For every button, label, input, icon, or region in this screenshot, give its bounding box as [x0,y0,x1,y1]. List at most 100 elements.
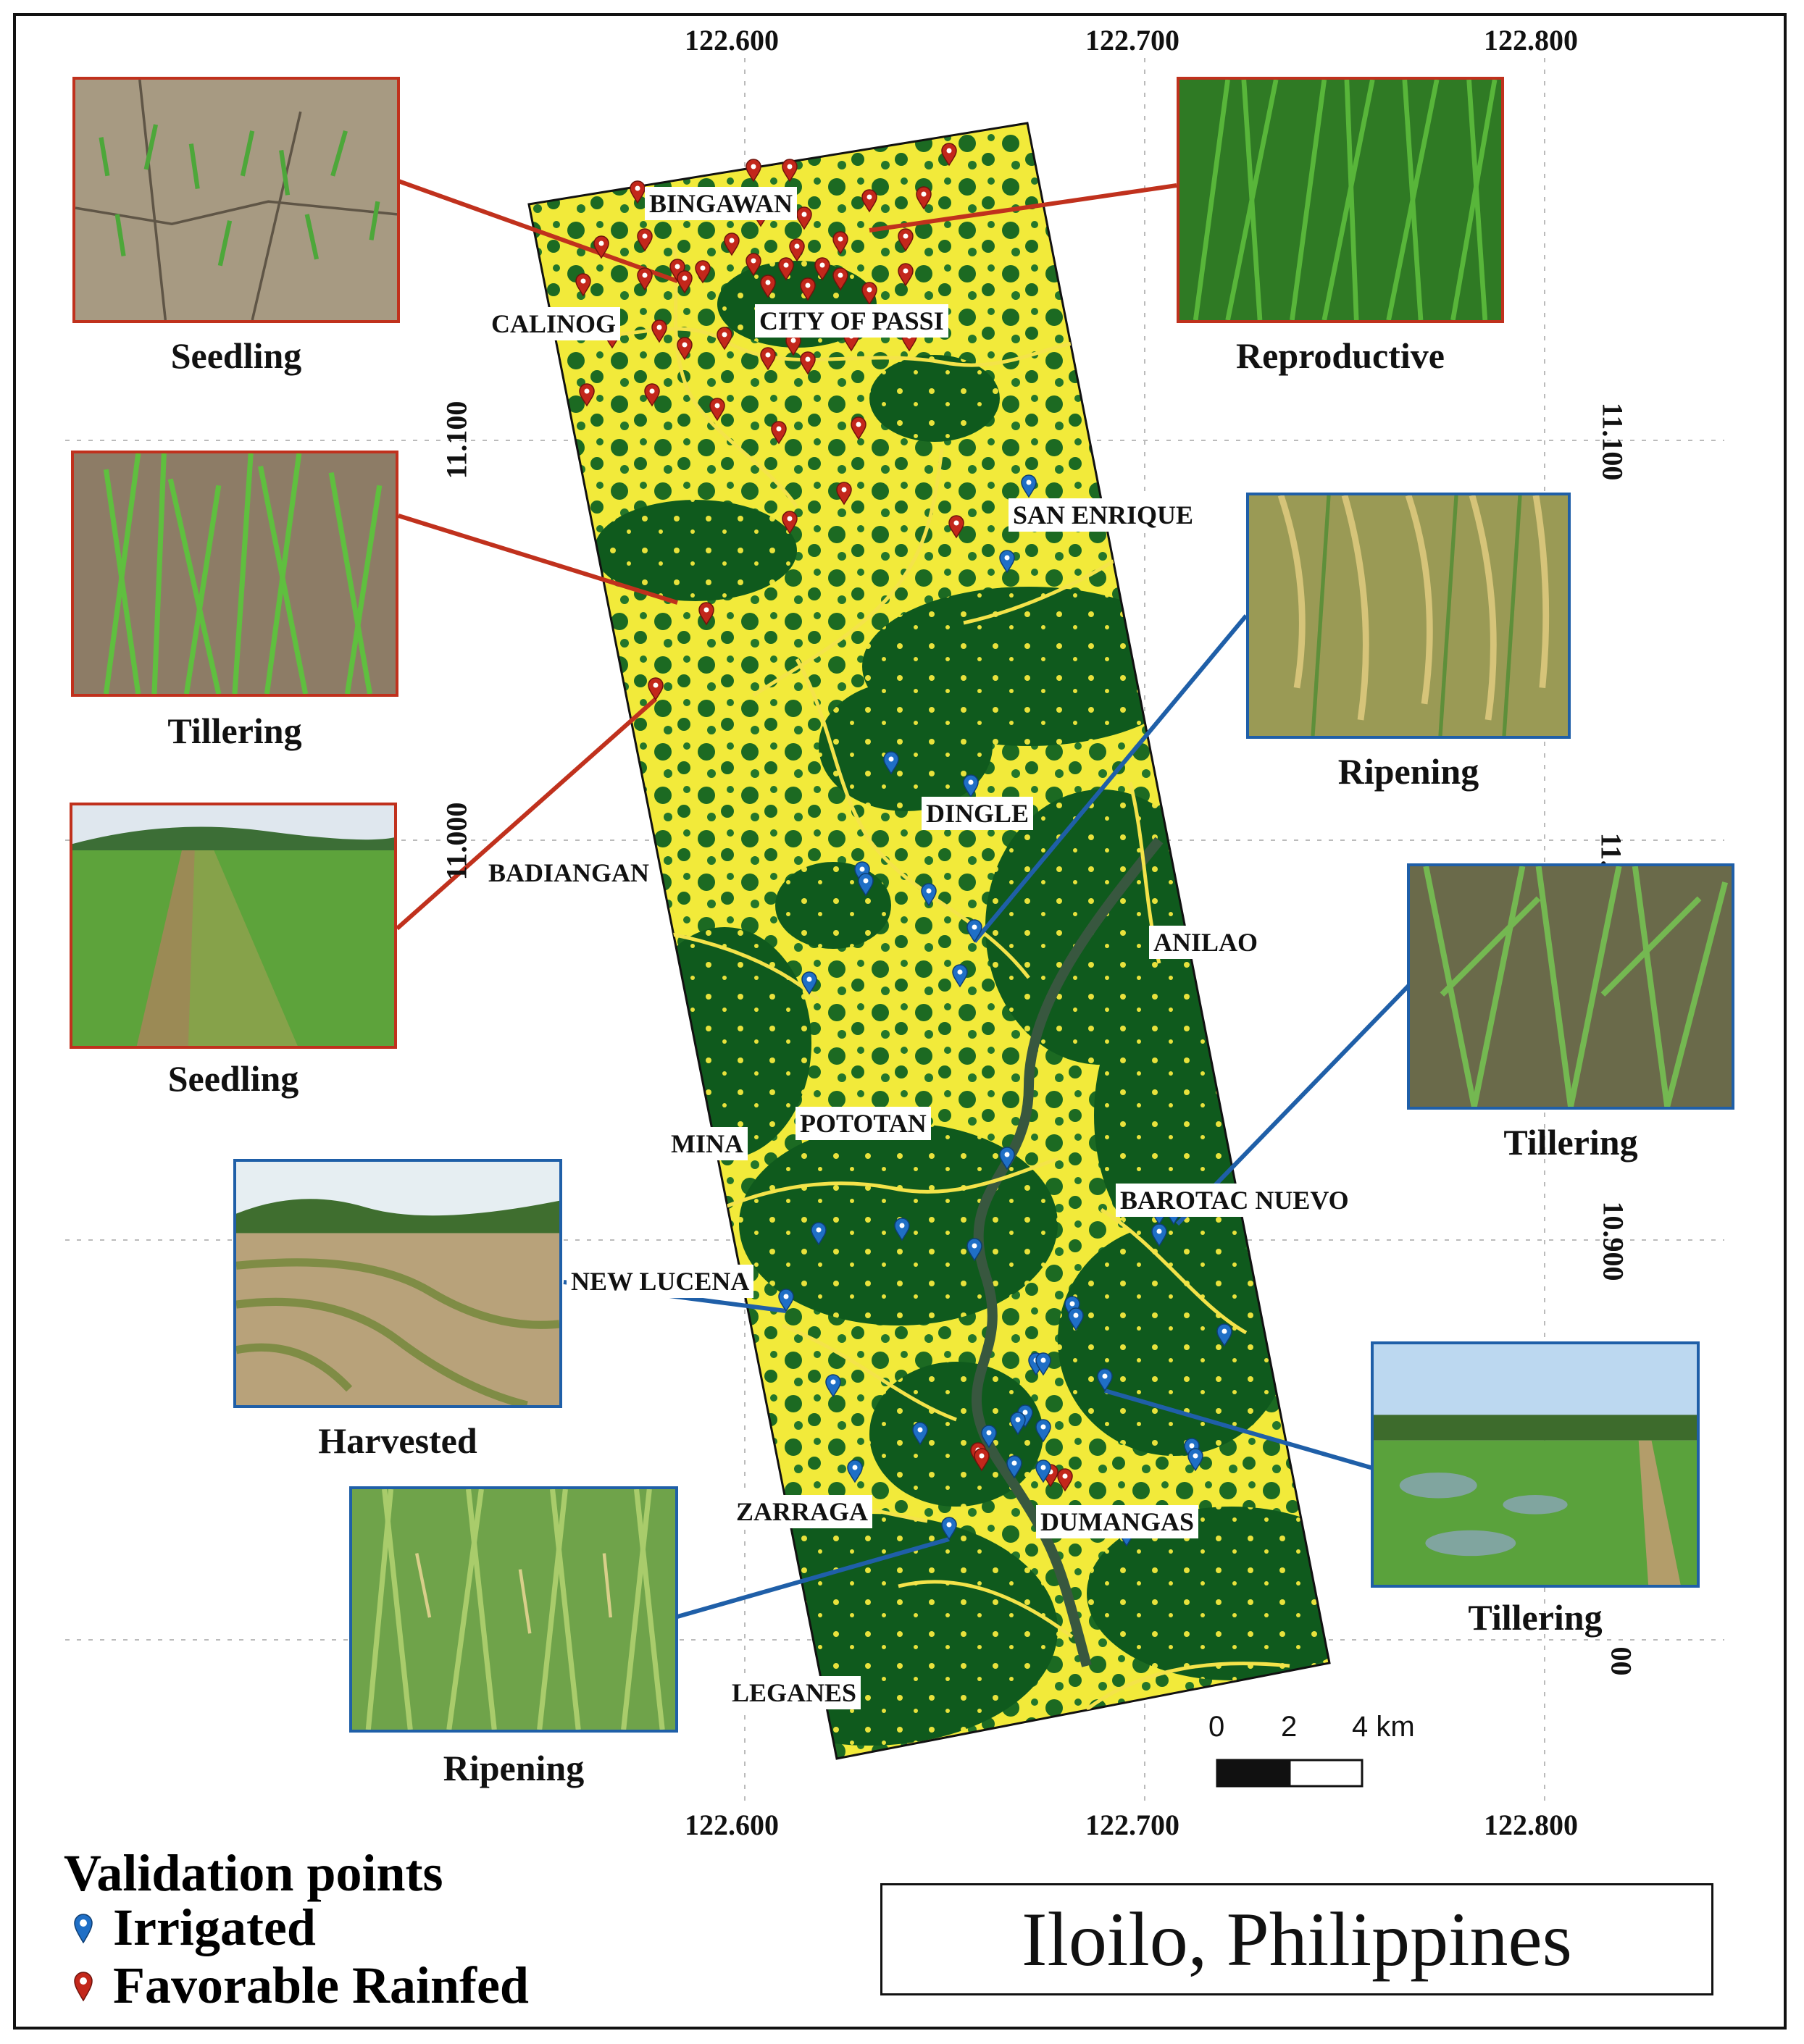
photo-tillering-1 [71,451,398,697]
validation-pin [677,270,693,294]
validation-pin-dot [703,607,709,613]
validation-pin-dot [1011,1460,1017,1466]
validation-pin-dot [1004,1152,1010,1157]
validation-pin-dot [841,487,847,493]
validation-pin-dot [917,1427,923,1433]
pin-icon [74,1913,93,1943]
validation-pin [637,267,653,291]
validation-pin [677,337,693,361]
validation-pin [858,873,874,897]
validation-pin-dot [957,969,963,975]
validation-pin-dot [1004,555,1010,561]
validation-pin-dot [972,924,977,930]
validation-pin-dot [675,264,680,269]
photo-harvested [233,1159,562,1408]
validation-pin [1021,474,1037,498]
validation-pin-dot [1073,1312,1079,1318]
validation-pin [778,1289,794,1312]
validation-pin [593,235,609,259]
validation-pin [789,238,805,262]
validation-pin [883,751,899,775]
validation-pin [966,1238,982,1262]
validation-pin [814,257,830,281]
validation-pin-dot [1040,1465,1046,1470]
photo-tillering-2 [1407,863,1734,1110]
validation-pin-dot [580,278,586,284]
place-label: BADIANGAN [484,856,654,889]
validation-pin-dot [653,682,659,688]
validation-pin-dot [1026,479,1032,485]
validation-pin [1187,1448,1203,1472]
validation-pin-dot [801,211,807,217]
validation-pin [898,228,914,252]
validation-pin [894,1218,910,1241]
scale-label: 2 [1281,1711,1298,1743]
photo-seedling-1 [72,77,400,323]
place-label: BINGAWAN [645,187,798,220]
place-label: CITY OF PASSI [755,304,948,338]
validation-pin [698,602,714,626]
place-label: DINGLE [922,797,1034,830]
place-label: ANILAO [1149,926,1263,959]
validation-pin [941,143,957,167]
validation-pin-dot [642,272,648,278]
map-title-box: Iloilo, Philippines [880,1883,1713,1995]
validation-pin-dot [1193,1453,1198,1459]
validation-pin [796,206,812,230]
validation-pin [746,159,761,183]
lat-right-3: 10.900 [1597,1201,1630,1281]
validation-pin [999,1147,1015,1170]
validation-pin [898,263,914,287]
validation-pin [1057,1468,1073,1492]
validation-pin [974,1448,990,1472]
validation-pin-dot [819,262,825,268]
validation-pin [782,511,798,535]
photo-tillering-3 [1371,1341,1700,1588]
photo-caption: Reproductive [1236,335,1445,376]
validation-pin-dot [714,403,720,409]
validation-pin [782,159,798,183]
validation-pin [966,919,982,943]
validation-pin [912,1422,928,1446]
validation-pin-dot [783,1294,789,1299]
photo-ripening-1 [1246,493,1571,739]
validation-pin-dot [765,352,771,358]
validation-pin-dot [1156,1228,1162,1234]
validation-pin [861,189,877,213]
validation-pin [771,421,787,445]
validation-pin-dot [805,356,811,362]
validation-pin-dot [866,194,872,200]
validation-pin [800,277,816,301]
validation-pin [724,233,740,256]
validation-pin-dot [903,233,909,239]
scale-label: 4 km [1352,1711,1415,1743]
validation-pin [921,883,937,907]
photo-caption: Ripening [1337,751,1479,792]
validation-pin-dot [1015,1417,1021,1423]
validation-pin [847,1459,863,1483]
validation-pin-dot [852,1465,858,1470]
validation-pin-dot [700,265,706,271]
validation-pin-dot [830,1379,836,1385]
photo-reproductive [1177,77,1504,323]
validation-pin-dot [729,238,735,243]
photo-caption: Ripening [443,1748,585,1788]
legend-title: Validation points [64,1844,443,1902]
place-label: SAN ENRIQUE [1009,498,1198,532]
validation-pin-dot [598,240,604,246]
validation-pin [801,971,817,995]
validation-pin [952,964,968,988]
place-label: LEGANES [727,1676,861,1709]
validation-pin-dot [972,1243,977,1249]
validation-pin-dot [682,275,688,281]
place-label: ZARRAGA [732,1495,873,1528]
validation-pins [575,143,1232,1547]
lon-bottom-1: 122.600 [685,1809,779,1841]
validation-pin [832,231,848,255]
validation-pin-dot [946,1522,952,1528]
place-label: POTOTAN [795,1107,931,1140]
lat-right-4: 00 [1605,1646,1638,1676]
lon-top-1: 122.600 [685,24,779,56]
validation-pin [800,351,816,375]
photo-seedling-2 [70,803,397,1049]
